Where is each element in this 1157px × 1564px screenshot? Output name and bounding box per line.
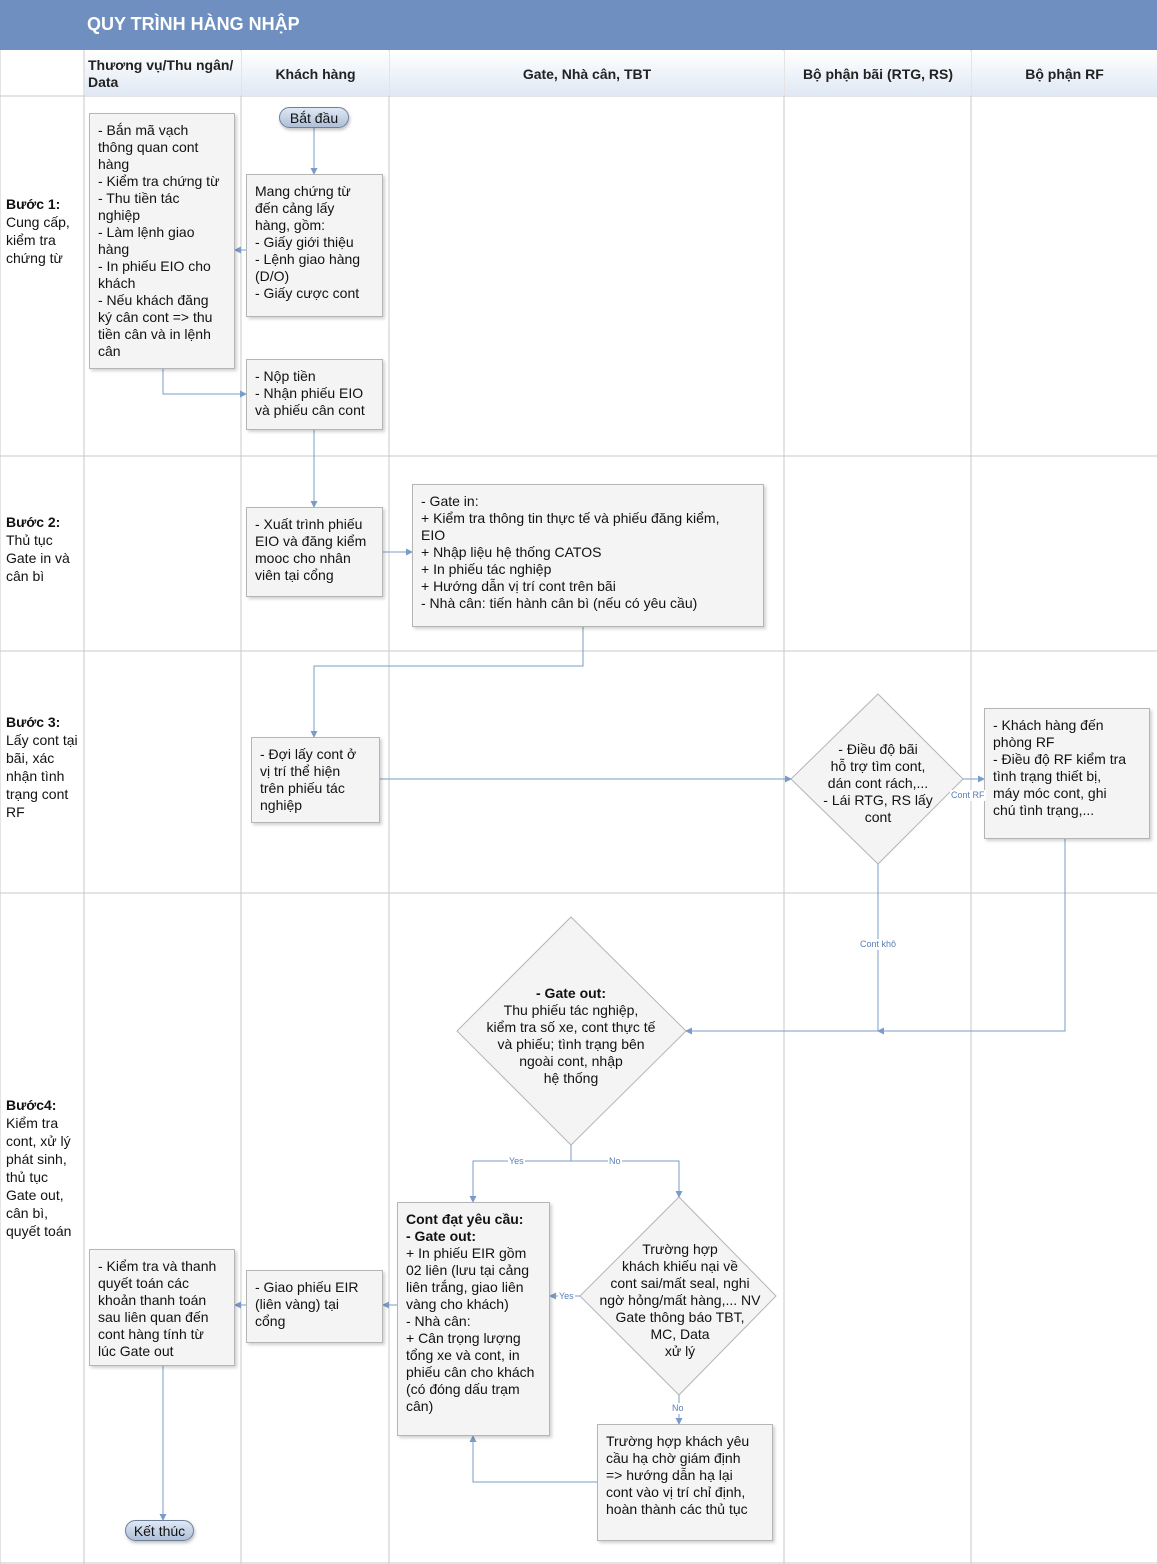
edge-gatein-to-wait <box>310 626 584 738</box>
present-eio-box: - Xuất trình phiếu EIO và đăng kiểm mooc… <box>246 507 383 597</box>
payment-box: - Nộp tiền - Nhận phiếu EIO và phiếu cân… <box>246 359 383 430</box>
cashier-process-box: - Bắn mã vạch thông quan cont hàng - Kiể… <box>89 113 235 369</box>
title-bar <box>0 0 1157 50</box>
yard-dispatch-text: - Điều độ bãi hỗ trợ tìm cont, dán cont … <box>823 741 933 825</box>
edge-yard-to-gateout <box>685 864 879 1035</box>
edge-rf-to-gateout <box>877 838 1066 1035</box>
settlement-box: - Kiểm tra và thanh quyết toán các khoản… <box>89 1249 235 1366</box>
step-1-label: Bước 1:Cung cấp, kiểm tra chứng từ <box>6 196 70 266</box>
start-terminator: Bắt đầu <box>279 107 349 128</box>
diagram-title: QUY TRÌNH HÀNG NHẬP <box>87 14 300 34</box>
edge-label-cont-kho: Cont khô <box>859 939 898 950</box>
edge-cashier-to-pay <box>162 369 247 398</box>
column-header-customer: Khách hàng <box>242 51 389 96</box>
edge-label-yes: Yes <box>508 1156 525 1167</box>
rf-department-box: - Khách hàng đến phòng RF - Điều độ RF k… <box>984 708 1150 839</box>
step-4-label: Bước4:Kiểm tra cont, xử lý phát sinh, th… <box>6 1097 72 1239</box>
step-3-label: Bước 3:Lấy cont tại bãi, xác nhận tình t… <box>6 714 78 820</box>
gate-in-box: - Gate in: + Kiểm tra thông tin thực tế … <box>412 484 764 627</box>
deliver-eir-box: - Giao phiếu EIR (liên vàng) tại cổng <box>246 1270 383 1343</box>
edge-label-complaint-no: No <box>671 1403 685 1414</box>
edge-label-no: No <box>608 1156 622 1167</box>
wait-container-box: - Đợi lấy cont ở vị trí thể hiện trên ph… <box>251 737 380 823</box>
column-header-rf: Bộ phận RF <box>972 51 1157 96</box>
column-header-yard: Bộ phận bãi (RTG, RS) <box>785 51 971 96</box>
complaint-text: Trường hợp khách khiếu nại về cont sai/m… <box>599 1241 761 1359</box>
column-header-sales: Thương vụ/Thu ngân/ Data <box>85 51 241 96</box>
column-header-gate: Gate, Nhà cân, TBT <box>390 51 784 96</box>
step-2-label: Bước 2:Thủ tục Gate in và cân bì <box>6 514 70 584</box>
edge-label-cont-rf: Cont RF <box>950 790 986 801</box>
edge-inspection-to-ok <box>469 1435 597 1483</box>
bring-documents-box: Mang chứng từ đến cảng lấy hàng, gồm: - … <box>246 174 383 317</box>
gate-out-text: - Gate out:Thu phiếu tác nghiệp, kiểm tr… <box>486 985 656 1086</box>
edge-gateout-yes <box>469 1145 572 1203</box>
cont-ok-box: Cont đạt yêu cầu: - Gate out: + In phiếu… <box>397 1202 550 1436</box>
end-terminator: Kết thúc <box>125 1520 194 1541</box>
edge-gateout-no <box>571 1160 683 1198</box>
edge-label-complaint-yes: Yes <box>558 1291 575 1302</box>
inspection-box: Trường hợp khách yêu cầu hạ chờ giám địn… <box>597 1424 773 1541</box>
